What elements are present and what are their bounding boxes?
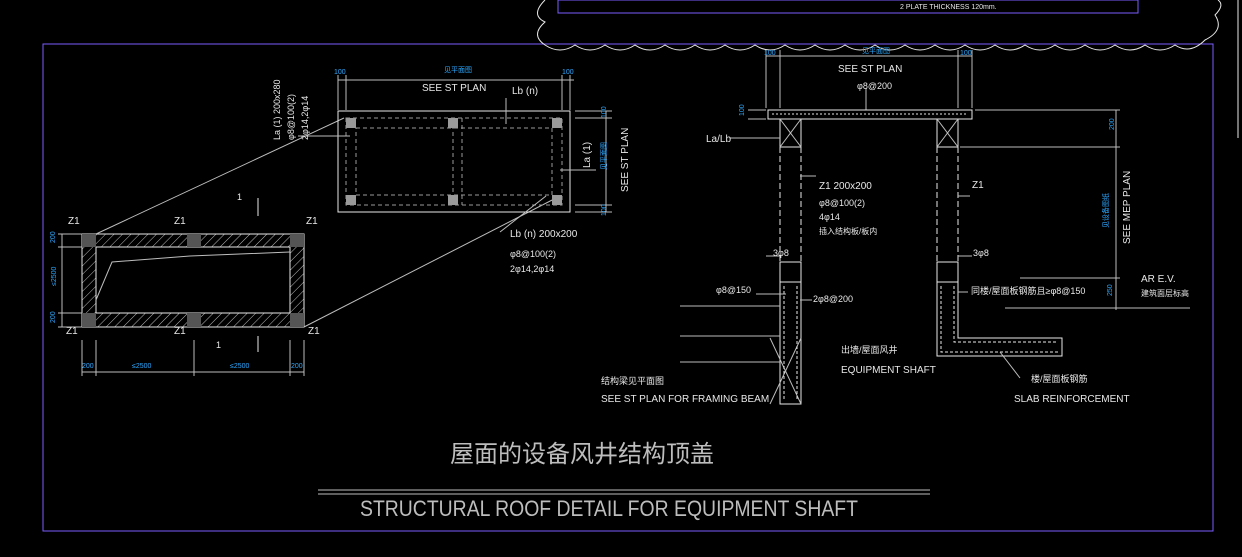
rebar-label: 3φ8 [773,248,789,258]
drawing-frame [42,43,1214,532]
column-z1 [187,234,201,247]
title-chinese: 屋面的设备风井结构顶盖 [450,441,714,468]
dim-label: ≤2500 [51,266,58,286]
rebar-label: 同楼/屋面板钢筋且≥φ8@150 [971,285,1085,296]
column-label: Z1 [972,180,984,191]
dim-label: 200 [291,363,303,370]
rebar-label: φ8@150 [716,285,751,295]
dim-label: 见设备图纸 [1101,193,1110,228]
note-label: 插入结构板/板内 [819,226,877,236]
dim-label: ≤2500 [230,363,250,370]
beam-label: φ8@100(2) [286,94,296,140]
column-z1 [290,313,304,327]
beam-label: La/Lb [706,134,731,145]
beam-label: Lb (n) [512,86,538,97]
dim-label: ≤2500 [132,363,152,370]
shaft-plan [58,117,561,376]
section-mark: 1 [237,192,242,202]
dim-label: 100 [334,69,346,76]
beam-label: 2φ14,2φ14 [510,264,554,274]
enlarged-plan [298,75,612,233]
beam-label: 2φ14,2φ14 [300,96,310,140]
rebar-label: 4φ14 [819,212,840,222]
note-label: 楼/屋面板钢筋 [1031,373,1088,384]
dim-label: 200 [50,311,57,323]
column-z1 [187,313,201,327]
dim-label: 100 [960,50,972,57]
see-st-plan: SEE ST PLAN [422,83,486,94]
plan-col-label: Z1 [308,326,320,337]
dim-label: 100 [562,69,574,76]
column-label: Z1 200x200 [819,181,872,192]
plan-col-label: Z1 [174,326,186,337]
top-note: 2 PLATE THICKNESS 120mm. [900,4,997,11]
column-z1 [82,313,96,327]
dim-label: 见平面图 [600,142,608,170]
see-mep-plan: SEE MEP PLAN [1122,171,1133,244]
section-mark: 1 [216,340,221,350]
plan-col-label: Z1 [68,216,80,227]
plan-col-label: Z1 [306,216,318,227]
rebar-label: φ8@100(2) [819,198,865,208]
plan-col-label: Z1 [66,326,78,337]
rebar-label: 2φ8@200 [813,294,853,304]
dim-label: 100 [739,104,746,116]
dim-label: 见平面图 [862,47,890,55]
column-z1 [82,234,96,247]
plan-col-label: Z1 [174,216,186,227]
beam-label: Lb (n) 200x200 [510,229,578,240]
see-st-plan: SEE ST PLAN [838,64,902,75]
beam-label: La (1) 200x280 [272,79,282,140]
rebar-label: φ8@200 [857,81,892,91]
revision-cloud [537,0,1222,51]
dim-label: 200 [50,231,57,243]
dim-label: 250 [1107,284,1114,296]
dim-label: 100 [764,50,776,57]
dim-label: 100 [601,106,608,118]
beam-label: φ8@100(2) [510,249,556,259]
see-st-plan: SEE ST PLAN [620,128,631,192]
note-label: SEE ST PLAN FOR FRAMING BEAM [601,394,769,405]
note-label: 出墙/屋面风井 [841,344,898,355]
dim-label: 200 [82,363,94,370]
note-label: SLAB REINFORCEMENT [1014,394,1130,405]
level-label: AR E.V. [1141,274,1176,285]
note-label: 结构梁见平面图 [601,375,664,386]
dim-label: 200 [1109,118,1116,130]
dim-label: 100 [601,204,608,216]
rebar-label: 3φ8 [973,248,989,258]
beam-label: La (1) [582,142,593,168]
dim-label: 见平面图 [444,66,472,74]
level-label: 建筑面层标高 [1141,288,1189,298]
note-label: EQUIPMENT SHAFT [841,365,936,376]
column-z1 [290,234,304,247]
title-english: STRUCTURAL ROOF DETAIL FOR EQUIPMENT SHA… [360,496,858,521]
shaft-section [680,50,1190,405]
